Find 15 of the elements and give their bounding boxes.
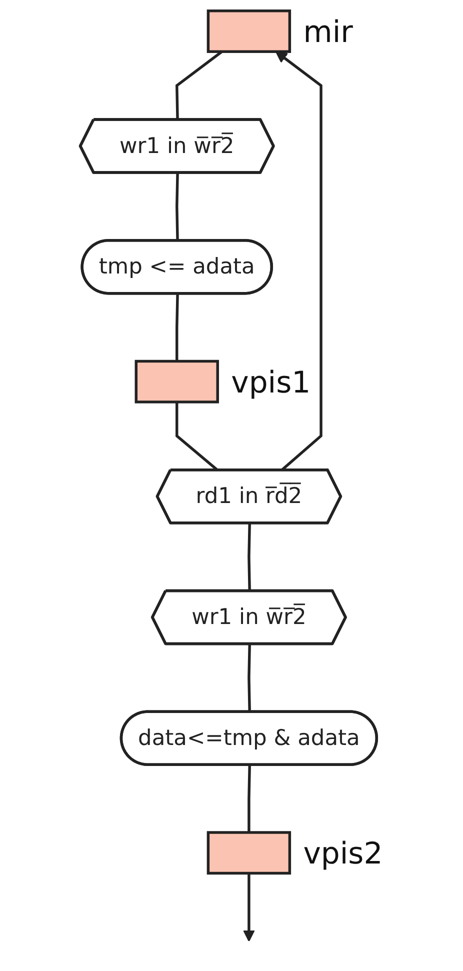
node-label: wr1 in w̅r̅2̅ (120, 132, 234, 158)
connector (248, 765, 251, 832)
connector (248, 644, 251, 712)
connector (176, 173, 179, 242)
node-label: data<=tmp & adata (138, 724, 360, 750)
register-name: mir (303, 15, 353, 50)
node-label: rd1 in r̅d̅2̅ (196, 482, 302, 509)
connector (248, 524, 251, 592)
connector (176, 294, 179, 362)
register-name: vpis1 (231, 365, 311, 400)
arrow (242, 873, 255, 942)
node-label: wr1 in w̅r̅2̅ (192, 604, 306, 630)
connector (176, 50, 223, 120)
register-name: vpis2 (303, 836, 383, 872)
node-label: tmp <= adata (98, 253, 255, 280)
